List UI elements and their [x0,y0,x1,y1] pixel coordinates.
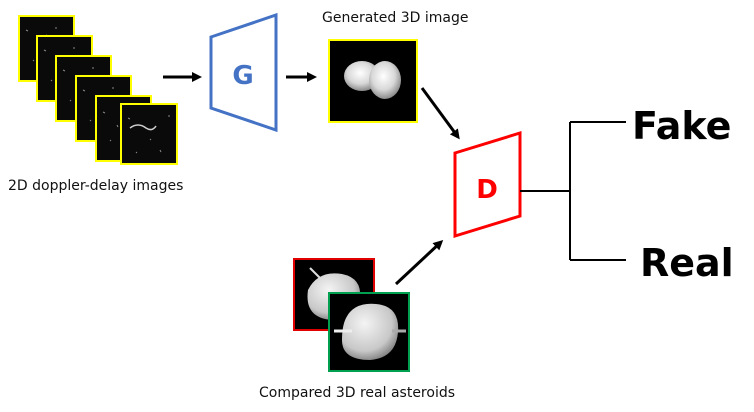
input-image-6 [120,103,178,165]
output-real-label: Real [640,241,734,285]
generator-block [209,12,278,133]
input-image-stack [18,15,178,165]
output-bracket [520,121,626,261]
generated-caption: Generated 3D image [322,10,468,26]
discriminator-block [453,130,522,239]
discriminator-letter: D [476,175,498,205]
generator-letter: G [232,61,253,91]
input-caption: 2D doppler-delay images [8,178,183,194]
arrow-real-to-discriminator [394,239,444,286]
real-caption: Compared 3D real asteroids [259,385,455,401]
output-fake-label: Fake [632,104,731,148]
real-asteroid-image-front [328,292,410,372]
arrow-generated-to-discriminator [420,87,460,140]
generated-3d-image [328,39,418,123]
